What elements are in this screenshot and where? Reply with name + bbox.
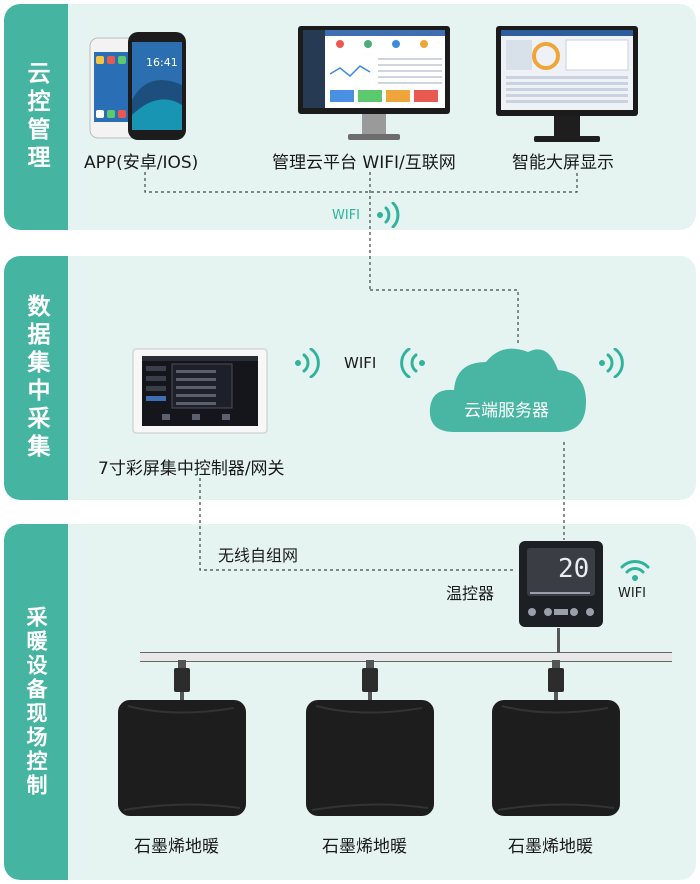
panel-onsite-control: 采暖设备现场控制 无线自组网 20 温控器 WIFI [4,524,696,880]
heater-label: 石墨烯地暖 [322,837,407,857]
phone-icon: 16:41 [88,30,198,144]
heater-label: 石墨烯地暖 [134,837,219,857]
thermostat-label: 温控器 [446,584,495,603]
monitor-icon [296,24,452,148]
heater-icon [302,660,438,820]
wifi-icon [377,202,400,228]
panel-cloud-management-sidebar: 云控管理 [4,4,68,230]
platform-label: 管理云平台 WIFI/互联网 [272,153,456,173]
monitor-icon [494,24,640,148]
panel-cloud-management-title: 云控管理 [23,61,49,173]
thermostat-cable [557,628,560,653]
wifi-icon [620,560,650,581]
panel-data-collection-title: 数据集中采集 [23,294,49,462]
controller-label: 7寸彩屏集中控制器/网关 [98,459,285,479]
cloud-server-label: 云端服务器 [464,401,549,421]
panel-onsite-control-sidebar: 采暖设备现场控制 [4,524,68,880]
panel-data-collection: 数据集中采集 7寸彩屏集中控制器/网关 WIFI [4,256,696,500]
cloud-icon [429,348,586,432]
app-label: APP(安卓/IOS) [84,153,199,173]
thermostat-display: 20 [558,554,590,584]
wifi-icon [400,348,425,378]
wifi-icon [295,348,320,378]
heating-rail [140,652,672,662]
thermostat-icon: 20 [518,540,604,628]
bigscreen-label: 智能大屏显示 [512,153,614,173]
panel-cloud-management: 云控管理 16:41 APP(安卓/IOS) [4,4,696,230]
wifi-label: WIFI [332,208,360,223]
panel-data-collection-sidebar: 数据集中采集 [4,256,68,500]
heater-label: 石墨烯地暖 [508,837,593,857]
heater-icon [114,660,250,820]
heater-icon [488,660,624,820]
network-label: 无线自组网 [218,546,299,565]
wifi-icon [599,348,624,378]
wifi-label: WIFI [344,354,377,372]
panel-onsite-control-title: 采暖设备现场控制 [24,606,48,798]
controller-icon [132,348,268,434]
wifi-label: WIFI [618,586,646,601]
phone-time: 16:41 [146,56,178,69]
